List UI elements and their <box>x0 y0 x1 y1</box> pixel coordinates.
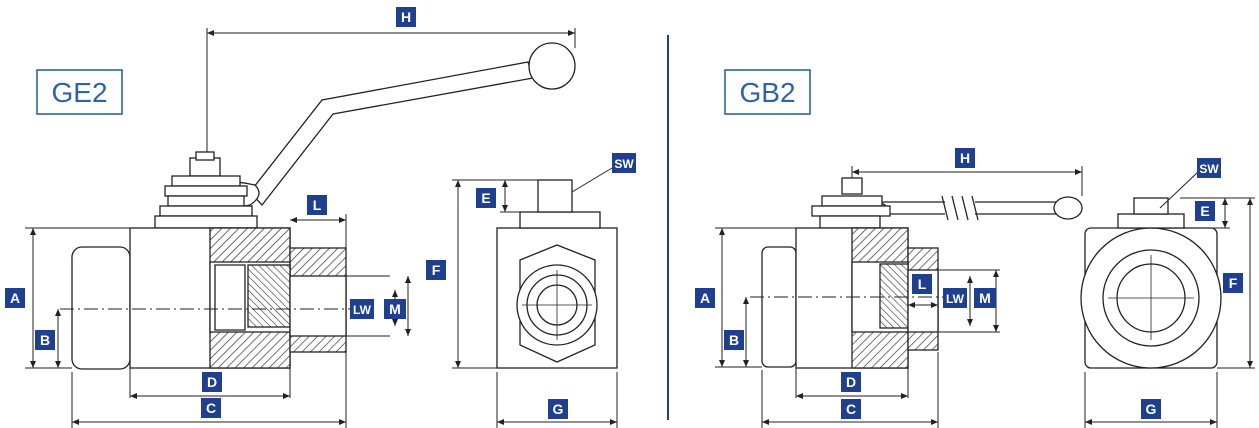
right-badge-a: A <box>695 288 715 308</box>
badge-label: M <box>389 301 401 317</box>
badge-label: H <box>401 9 411 25</box>
badge-label: LW <box>353 303 372 317</box>
left-badge-g: G <box>548 399 568 419</box>
badge-label: B <box>40 332 50 348</box>
left-side-view <box>496 179 618 369</box>
badge-label: M <box>979 290 991 306</box>
badge-label: SW <box>614 157 634 171</box>
badge-label: L <box>918 276 927 292</box>
badge-label: G <box>1146 401 1157 417</box>
badge-label: D <box>846 374 856 390</box>
right-badge-l: L <box>912 274 932 294</box>
right-badge-sw: SW <box>1197 158 1221 178</box>
left-badge-c: C <box>201 398 221 418</box>
left-badge-e: E <box>476 188 496 208</box>
left-badge-a: A <box>5 288 25 308</box>
left-badge-sw: SW <box>612 153 636 173</box>
badge-label: E <box>1200 203 1209 219</box>
badge-label: E <box>481 190 490 206</box>
left-badge-l: L <box>307 195 327 215</box>
badge-label: H <box>960 150 970 166</box>
left-view <box>25 28 618 428</box>
right-badge-c: C <box>841 399 861 419</box>
right-badge-e: E <box>1195 201 1215 221</box>
left-badge-d: D <box>202 372 222 392</box>
left-stem <box>154 151 258 229</box>
badge-label: C <box>206 400 216 416</box>
badge-label: SW <box>1199 162 1219 176</box>
left-badge-b: B <box>35 330 55 350</box>
right-dimensions <box>715 166 1255 428</box>
left-title-box <box>36 69 123 115</box>
right-title-box <box>724 69 811 115</box>
badge-label: C <box>846 401 856 417</box>
right-side-view <box>1080 197 1222 369</box>
right-badge-f: F <box>1223 273 1243 293</box>
badge-label: F <box>1229 275 1238 291</box>
badge-label: L <box>313 197 322 213</box>
right-badge-lw: LW <box>943 288 967 308</box>
right-handle <box>811 177 1083 229</box>
badge-label: LW <box>946 292 965 306</box>
right-badge-d: D <box>841 372 861 392</box>
badge-label: D <box>207 374 217 390</box>
right-body <box>750 227 960 369</box>
right-badge-h: H <box>955 148 975 168</box>
left-view-title: GE2 <box>51 77 107 108</box>
left-dimensions <box>25 28 618 428</box>
right-badge-b: B <box>724 330 744 350</box>
right-view-title: GB2 <box>739 77 795 108</box>
left-badge-h: H <box>396 7 416 27</box>
title-layer: GE2 GB2 <box>51 77 795 108</box>
left-badge-lw: LW <box>350 299 374 319</box>
badge-label: G <box>553 401 564 417</box>
left-badge-m: M <box>384 299 406 319</box>
right-badge-g: G <box>1141 399 1161 419</box>
right-badge-m: M <box>974 288 996 308</box>
badge-label: F <box>432 262 441 278</box>
left-body <box>60 227 360 370</box>
badge-label: B <box>729 332 739 348</box>
left-badge-f: F <box>426 260 446 280</box>
right-view <box>715 69 1255 428</box>
badge-label: A <box>10 290 20 306</box>
badge-label: A <box>700 290 710 306</box>
